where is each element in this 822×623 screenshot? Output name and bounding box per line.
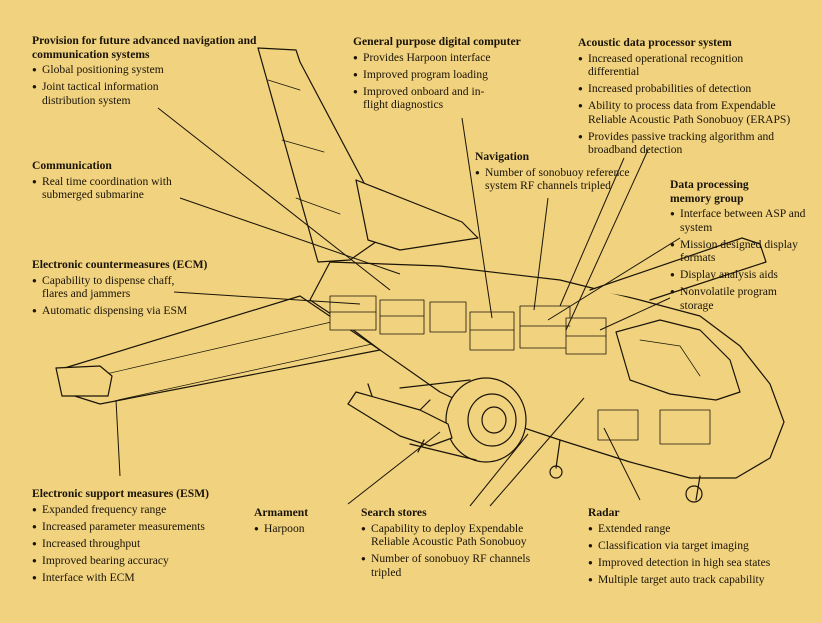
- callout-memory-item: Nonvolatile program storage: [670, 285, 810, 312]
- callout-radar-item: Improved detection in high sea states: [588, 556, 816, 570]
- callout-radar-title: Radar: [588, 506, 620, 519]
- callout-computer-title: General purpose digital computer: [353, 35, 521, 48]
- callout-provision: Provision for future advanced navigation…: [32, 34, 262, 111]
- callout-computer-item: Provides Harpoon interface: [353, 51, 543, 65]
- callout-acoustic-item: Provides passive tracking algorithm and …: [578, 130, 788, 157]
- callout-memory-title: Data processing memory group: [670, 178, 749, 205]
- callout-acoustic-item: Increased operational recognition differ…: [578, 52, 788, 79]
- callout-computer-item: Improved onboard and in-flight diagnosti…: [353, 85, 493, 112]
- callout-navigation: Navigation Number of sonobuoy reference …: [475, 150, 635, 196]
- callout-memory: Data processing memory group Interface b…: [670, 178, 814, 316]
- callout-radar: Radar Extended range Classification via …: [588, 506, 816, 590]
- callout-radar-item: Extended range: [588, 522, 816, 536]
- callout-armament-item: Harpoon: [254, 522, 344, 536]
- callout-radar-item: Classification via target imaging: [588, 539, 816, 553]
- callout-provision-item: Global positioning system: [32, 63, 262, 77]
- callout-ecm: Electronic countermeasures (ECM) Capabil…: [32, 258, 232, 321]
- callout-ecm-item: Automatic dispensing via ESM: [32, 304, 192, 318]
- callout-search-title: Search stores: [361, 506, 427, 519]
- main-wing: [57, 295, 381, 405]
- engine-nacelle: [445, 377, 527, 463]
- callout-acoustic: Acoustic data processor system Increased…: [578, 36, 810, 160]
- callout-search-item: Number of sonobuoy RF channels tripled: [361, 552, 561, 579]
- callout-acoustic-item: Increased probabilities of detection: [578, 82, 810, 96]
- callout-esm-item: Increased throughput: [32, 537, 252, 551]
- harpoon-missile: [347, 391, 453, 447]
- callout-esm-item: Improved bearing accuracy: [32, 554, 252, 568]
- callout-memory-item: Mission designed display formats: [670, 238, 800, 265]
- callout-provision-title: Provision for future advanced navigation…: [32, 34, 257, 61]
- callout-communication: Communication Real time coordination wit…: [32, 159, 192, 205]
- callout-esm-item: Interface with ECM: [32, 571, 252, 585]
- callout-memory-item: Interface between ASP and system: [670, 207, 814, 234]
- callout-acoustic-item: Ability to process data from Expendable …: [578, 99, 810, 126]
- callout-acoustic-title: Acoustic data processor system: [578, 36, 732, 49]
- callout-esm-title: Electronic support measures (ESM): [32, 487, 210, 500]
- callout-armament: Armament Harpoon: [254, 506, 344, 539]
- callout-radar-item: Multiple target auto track capability: [588, 573, 816, 587]
- callout-ecm-item: Capability to dispense chaff, flares and…: [32, 274, 202, 301]
- callout-computer: General purpose digital computer Provide…: [353, 35, 543, 115]
- callout-navigation-item: Number of sonobuoy reference system RF c…: [475, 166, 635, 193]
- callout-navigation-title: Navigation: [475, 150, 530, 163]
- callout-memory-item: Display analysis aids: [670, 268, 814, 282]
- callout-armament-title: Armament: [254, 506, 309, 519]
- callout-esm-item: Expanded frequency range: [32, 503, 252, 517]
- callout-computer-item: Improved program loading: [353, 68, 543, 82]
- cockpit-canopy: [615, 319, 741, 401]
- callout-communication-title: Communication: [32, 159, 112, 172]
- callout-esm-item: Increased parameter measurements: [32, 520, 252, 534]
- callout-provision-item: Joint tactical information distribution …: [32, 80, 192, 107]
- callout-communication-item: Real time coordination with submerged su…: [32, 175, 192, 202]
- callout-search-item: Capability to deploy Expendable Reliable…: [361, 522, 561, 549]
- horizontal-stabilizer: [355, 179, 479, 251]
- callout-ecm-title: Electronic countermeasures (ECM): [32, 258, 208, 271]
- callout-esm: Electronic support measures (ESM) Expand…: [32, 487, 252, 588]
- callout-search: Search stores Capability to deploy Expen…: [361, 506, 561, 583]
